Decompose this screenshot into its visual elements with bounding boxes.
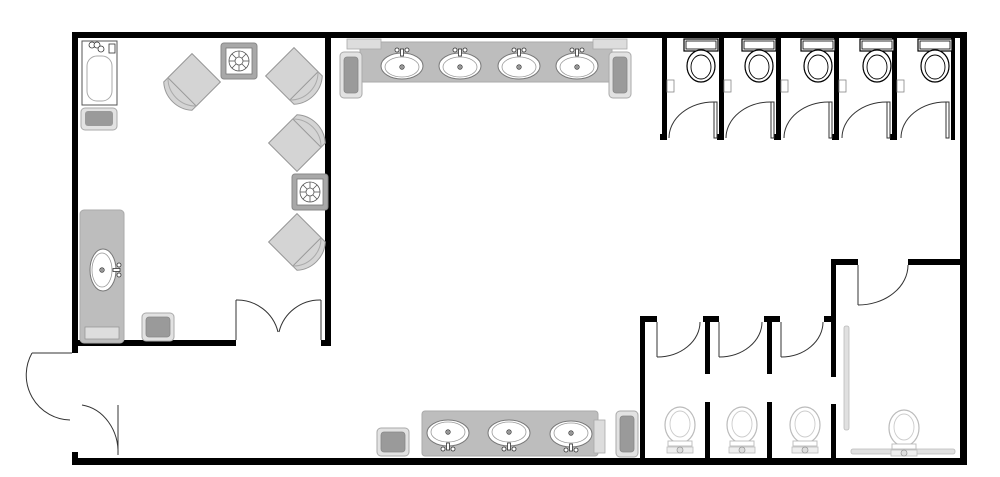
bathtub: [81, 40, 118, 106]
bottom-stalls: [640, 259, 966, 458]
stall-door[interactable]: [783, 101, 833, 139]
lounge-chair-4: [268, 213, 332, 277]
stall-door[interactable]: [900, 101, 950, 139]
stall-door[interactable]: [718, 321, 763, 358]
toilet: [800, 38, 836, 83]
stall: [666, 38, 719, 139]
stall: [723, 38, 777, 139]
trash-bin: [615, 410, 639, 458]
top-stalls: [660, 36, 955, 140]
entrance-door[interactable]: [25, 352, 119, 456]
lounge-room: [72, 36, 332, 346]
trash-bin: [339, 51, 363, 99]
lounge-table-2: [291, 173, 329, 211]
stall: [896, 38, 953, 139]
top-vanity: [346, 38, 628, 83]
lounge-wall-bottom-right: [321, 340, 331, 346]
stall-door[interactable]: [656, 321, 701, 358]
toilet: [664, 406, 696, 454]
grab-bar-vertical: [843, 325, 850, 431]
wall-right: [960, 32, 967, 465]
stall: [718, 321, 763, 454]
stall-door[interactable]: [668, 101, 718, 139]
lounge-chair-2: [265, 47, 329, 111]
toilet: [888, 409, 920, 457]
side-vanity: [79, 209, 125, 344]
lounge-trash-bin-2: [141, 312, 175, 342]
lounge-double-door[interactable]: [235, 299, 322, 340]
toilet: [917, 38, 953, 83]
trash-bin: [376, 427, 410, 457]
toilet: [859, 38, 895, 83]
accessible-door[interactable]: [857, 264, 909, 306]
lounge-table-1: [220, 42, 258, 80]
wall-top: [72, 32, 967, 38]
trash-bin: [608, 51, 632, 99]
wall-bottom: [72, 458, 967, 465]
stall: [780, 321, 824, 454]
stall-door[interactable]: [841, 101, 891, 139]
toilet: [683, 38, 719, 83]
stall: [780, 38, 836, 139]
toilet: [726, 406, 758, 454]
lounge-wall-bottom-left: [72, 340, 236, 346]
stall: [838, 38, 895, 139]
accessible-stall: [843, 264, 956, 457]
bottom-vanity: [421, 410, 606, 457]
stall-door[interactable]: [725, 101, 775, 139]
lounge-chair-3: [268, 108, 332, 172]
lounge-chair-1: [157, 53, 221, 117]
outer-walls: [72, 32, 967, 465]
stall-door[interactable]: [780, 321, 824, 358]
toilet: [741, 38, 777, 83]
wall-left-upper: [72, 32, 78, 353]
lounge-trash-bin-1: [80, 107, 118, 131]
toilet: [789, 406, 821, 454]
stall: [656, 321, 701, 454]
